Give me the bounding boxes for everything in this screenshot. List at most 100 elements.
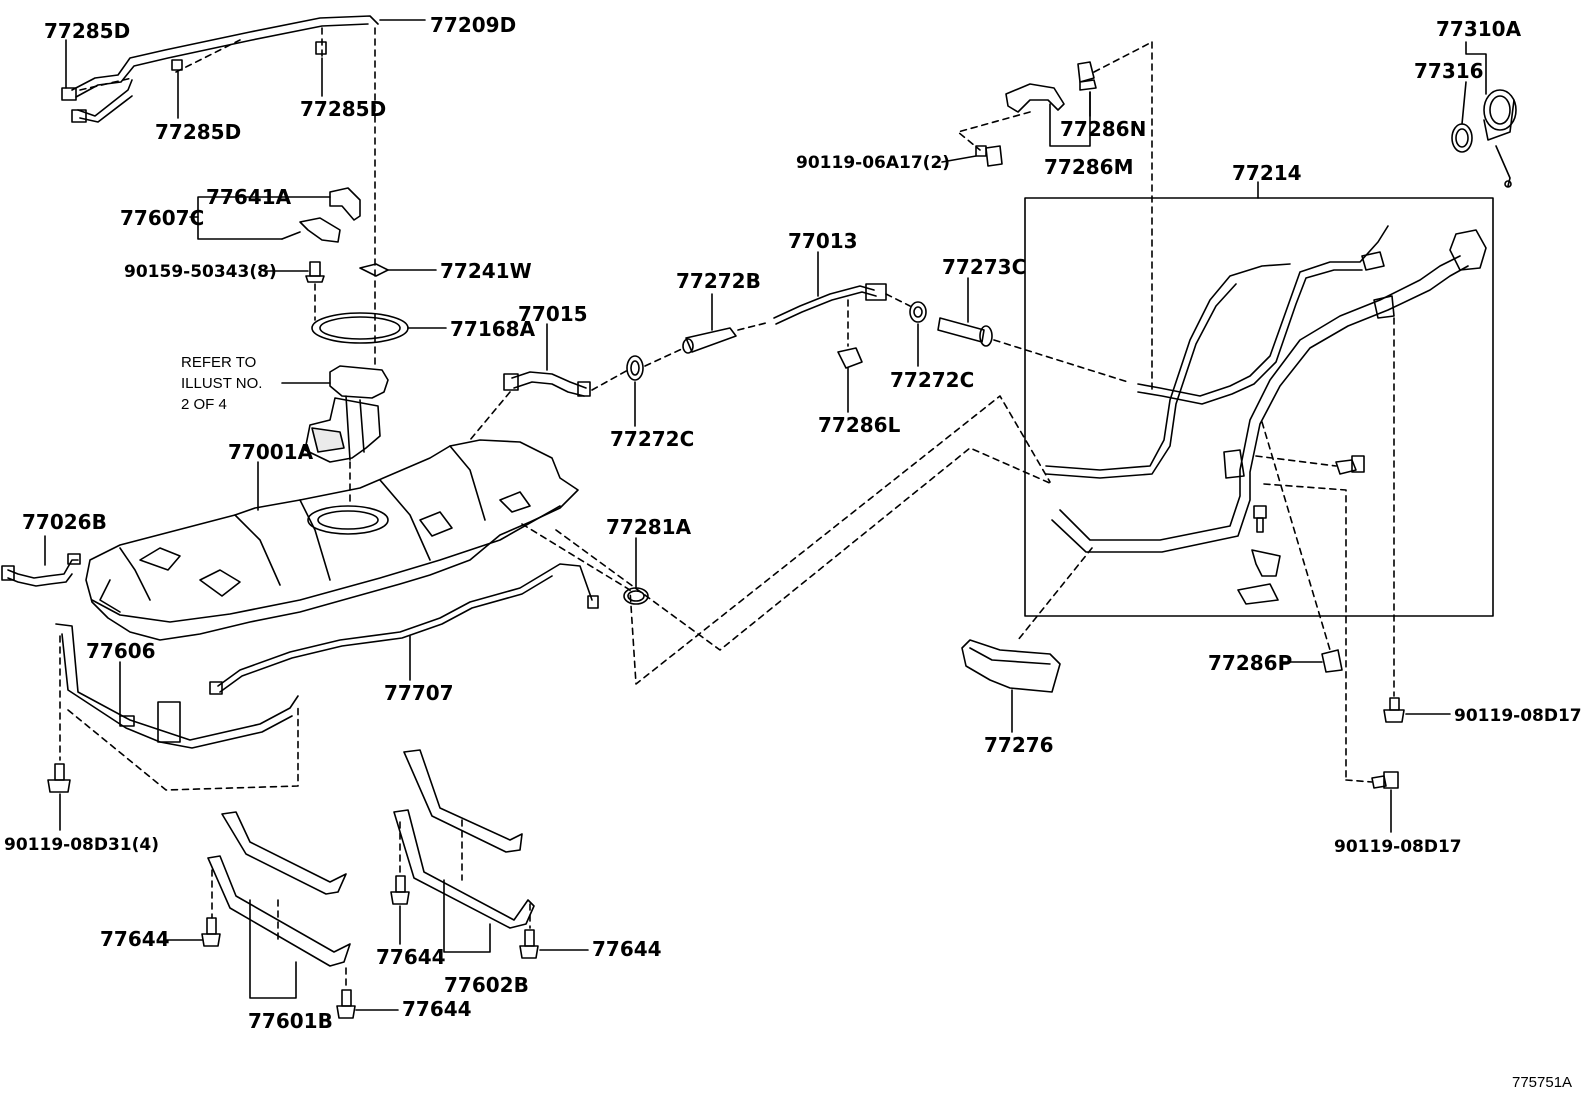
bolt-90119-08D17-b xyxy=(1372,772,1398,788)
hose-77015 xyxy=(504,372,590,396)
band-77602B xyxy=(394,750,534,928)
label-77015: 77015 xyxy=(518,302,588,326)
leader-77607C xyxy=(198,197,282,239)
bolt-filler-a xyxy=(1336,456,1364,474)
diagram-id: 775751A xyxy=(1512,1074,1573,1091)
label-77286L: 77286L xyxy=(818,413,901,437)
label-77001A: 77001A xyxy=(228,440,314,464)
dash-filler-a xyxy=(1256,456,1336,466)
harness-77026B xyxy=(2,554,80,586)
label-77013: 77013 xyxy=(788,229,858,253)
label-77285D-a: 77285D xyxy=(44,19,131,43)
label-77276: 77276 xyxy=(984,733,1054,757)
bolt-77644-a xyxy=(202,918,220,946)
bolt-90119-06A17 xyxy=(976,146,1002,166)
dash-77276 xyxy=(1018,548,1092,640)
label-77272C-a: 77272C xyxy=(610,427,695,451)
clamp-77281A xyxy=(624,588,648,604)
dash-filler-b xyxy=(1264,484,1346,780)
protector-77276 xyxy=(962,640,1060,692)
fuel-cap-77310A xyxy=(1484,90,1516,187)
leader-77602B xyxy=(444,880,490,952)
dash-77272C-left xyxy=(645,348,684,366)
label-77644-c: 77644 xyxy=(592,937,662,961)
label-77644-a: 77644 xyxy=(100,927,170,951)
label-77310A: 77310A xyxy=(1436,17,1522,41)
label-90119-08D17-a: 90119-08D17 xyxy=(1454,706,1582,726)
dash-77013 xyxy=(886,294,910,306)
bracket-77286N xyxy=(1078,62,1096,90)
label-77641A: 77641A xyxy=(206,185,292,209)
bolt-filler-b xyxy=(1254,506,1266,532)
label-77644-d: 77644 xyxy=(402,997,472,1021)
ring-77272C-left xyxy=(627,356,643,380)
bolt-77644-d xyxy=(337,990,355,1018)
leader-77286M xyxy=(1050,92,1090,146)
fuel-tank xyxy=(86,440,578,640)
clip-77241W xyxy=(360,264,388,276)
clip-77286P xyxy=(1322,650,1342,672)
dash-tank-filler xyxy=(522,396,1050,684)
label-90119-06A17: 90119-06A17(2) xyxy=(796,153,951,173)
harness-77707 xyxy=(210,564,598,694)
label-77241W: 77241W xyxy=(440,259,532,283)
leader-77310A xyxy=(1466,42,1486,94)
label-77168A: 77168A xyxy=(450,317,536,341)
leader-77015-dash2 xyxy=(592,370,628,390)
label-77644-b: 77644 xyxy=(376,945,446,969)
bracket-77286M xyxy=(1006,84,1064,112)
band-77601B xyxy=(208,812,350,966)
gasket-77168A xyxy=(312,313,408,343)
leader-77015-dash xyxy=(470,392,510,440)
label-90119-08D31: 90119-08D31(4) xyxy=(4,835,159,855)
bracket-77641A xyxy=(300,188,360,242)
group-box-77214 xyxy=(1025,198,1493,616)
label-77285D-c: 77285D xyxy=(300,97,387,121)
label-90119-08D17-b: 90119-08D17 xyxy=(1334,837,1462,857)
label-77601B: 77601B xyxy=(248,1009,333,1033)
hose-77273C xyxy=(938,318,992,346)
breather-leaders xyxy=(80,28,322,90)
label-77272C-b: 77272C xyxy=(890,368,975,392)
bolt-77644-c xyxy=(520,930,538,958)
label-90159: 90159-50343(8) xyxy=(124,262,277,282)
dash-90119-08D17-b xyxy=(1346,780,1372,782)
clip-77286L xyxy=(838,348,862,368)
dash-77286N xyxy=(1094,42,1152,72)
dash-77286M xyxy=(958,112,1030,150)
fuel-pump-module xyxy=(305,366,388,462)
label-77209D: 77209D xyxy=(430,13,517,37)
dash-tank-filler-b xyxy=(556,448,1052,650)
label-77286N: 77286N xyxy=(1060,117,1147,141)
label-77707: 77707 xyxy=(384,681,454,705)
label-77286M: 77286M xyxy=(1044,155,1134,179)
label-77286P: 77286P xyxy=(1208,651,1293,675)
leader-90119-06A17 xyxy=(942,156,976,162)
bolt-77644-b xyxy=(391,876,409,904)
dash-77273C xyxy=(994,340,1128,382)
hose-77272B xyxy=(683,328,736,353)
label-77606: 77606 xyxy=(86,639,156,663)
label-77026B: 77026B xyxy=(22,510,107,534)
filler-pipe-77214 xyxy=(1046,226,1486,604)
label-77316: 77316 xyxy=(1414,59,1484,83)
band-77606 xyxy=(56,624,298,748)
gasket-77316 xyxy=(1452,124,1472,152)
label-77273C: 77273C xyxy=(942,255,1027,279)
bolt-90119-08D31 xyxy=(48,764,70,792)
leader-77316 xyxy=(1462,82,1466,124)
dash-77272B xyxy=(738,322,770,330)
label-77607C: 77607C xyxy=(120,206,205,230)
dash-filler-d xyxy=(1262,422,1330,650)
label-77214: 77214 xyxy=(1232,161,1302,185)
label-77272B: 77272B xyxy=(676,269,761,293)
leader-77601B xyxy=(250,900,296,998)
label-77285D-b: 77285D xyxy=(155,120,242,144)
refer-note: REFER TO ILLUST NO. 2 OF 4 xyxy=(181,354,263,413)
label-77602B: 77602B xyxy=(444,973,529,997)
pipe-77013 xyxy=(774,284,886,324)
bolt-90159 xyxy=(306,262,324,282)
leader-77607C-b xyxy=(282,232,300,239)
dash-77606-b xyxy=(68,708,298,790)
